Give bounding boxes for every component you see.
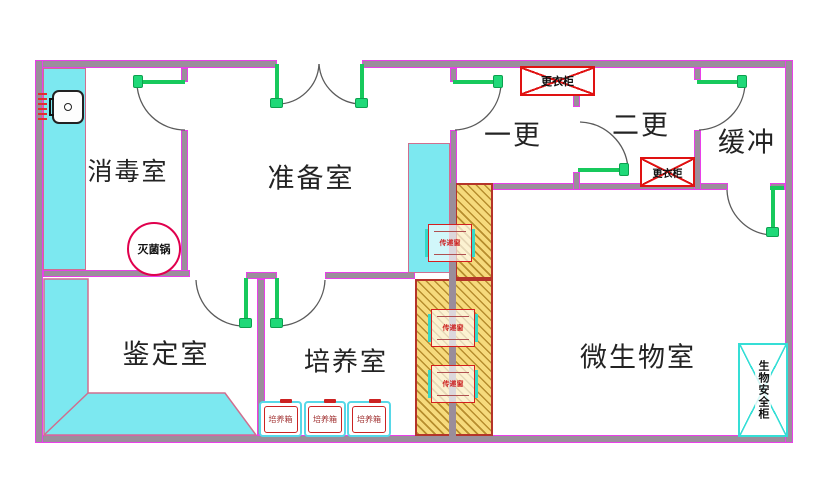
sink [49, 90, 84, 124]
door-leaf-entrance-right [360, 64, 364, 104]
incubator-2: 培养箱 [304, 399, 346, 437]
wall-second-buffer-top-stub [694, 68, 701, 80]
pass-window-3: 传递窗 [428, 365, 478, 403]
bench-identification-miter [43, 392, 89, 436]
door-leaf-second-change [578, 168, 628, 172]
incubator-1: 培养箱 [259, 399, 302, 437]
pass-window-2: 传递窗 [428, 309, 478, 347]
pass-window-label: 传递窗 [439, 239, 461, 247]
pass-window-label: 传递窗 [442, 380, 464, 388]
pass-window-shelf-icon [437, 372, 469, 373]
pass-window-label: 传递窗 [442, 324, 464, 332]
room-label-culture: 培养室 [303, 347, 389, 377]
door-handle-entrance-right [355, 98, 368, 108]
pass-window-shelf-icon [434, 231, 466, 232]
incubator-3: 培养箱 [347, 399, 391, 437]
outer-wall-left [35, 60, 43, 443]
wall-change-rooms-bottom [493, 183, 728, 190]
door-leaf-culture [275, 278, 279, 326]
door-handle-identification [239, 318, 252, 328]
incubator-label: 培养箱 [268, 414, 293, 424]
door-arc-culture [278, 279, 326, 327]
pass-window-1: 传递窗 [425, 224, 475, 262]
door-arc-microbiology [726, 189, 772, 236]
sterilizer-label: 灭菌锅 [137, 244, 171, 256]
pass-window-seal-icon [472, 229, 475, 257]
incubator-label: 培养箱 [357, 414, 381, 424]
door-leaf-disinfection [137, 80, 185, 84]
pass-window-seal-icon [475, 314, 478, 342]
locker-label: 更衣柜 [541, 76, 574, 88]
incubator-vent-icon [280, 399, 292, 403]
pass-window-seal-icon [428, 314, 431, 342]
pass-window-shelf-icon [437, 395, 469, 396]
door-handle-first-change [493, 75, 503, 88]
door-arc-entrance-left [276, 63, 320, 105]
jamb-mark-buffer-corner [770, 186, 784, 190]
incubator-vent-icon [369, 399, 381, 403]
door-handle-microbiology [766, 227, 779, 237]
door-arc-entrance-right [318, 63, 363, 105]
wall-prep-bottom-stub [246, 272, 277, 279]
sterilizer-symbol: 灭菌锅 [127, 222, 181, 276]
biosafety-cabinet-label: 生物安全柜 [755, 360, 771, 420]
room-label-identification: 鉴定室 [122, 339, 210, 370]
incubator-vent-icon [324, 399, 336, 403]
biosafety-cabinet: 生物安全柜 [738, 343, 788, 437]
door-handle-entrance-left [270, 98, 283, 108]
pass-window-seal-icon [428, 370, 431, 398]
door-leaf-entrance-left [275, 64, 279, 104]
door-leaf-microbiology [771, 188, 775, 235]
wall-prep-bottom-right [325, 272, 415, 279]
door-leaf-buffer [697, 80, 745, 84]
locker-label: 更衣柜 [652, 168, 683, 180]
door-arc-identification [195, 279, 245, 327]
outer-wall-right [785, 60, 793, 443]
door-arc-disinfection [136, 83, 186, 131]
faucet-coil-icon [38, 93, 47, 123]
room-label-microbiology: 微生物室 [580, 342, 696, 373]
room-label-preparation: 准备室 [267, 163, 355, 194]
room-label-second-change: 二更 [612, 110, 670, 141]
pass-window-seal-icon [425, 229, 428, 257]
room-label-disinfection: 消毒室 [87, 159, 169, 186]
incubator-label: 培养箱 [313, 414, 337, 424]
pass-window-shelf-icon [437, 316, 469, 317]
locker-top: 更衣柜 [520, 66, 595, 96]
door-arc-second-change [579, 121, 629, 169]
door-arc-first-change [454, 83, 502, 131]
room-label-first-change: 一更 [484, 120, 542, 151]
door-handle-culture [270, 318, 283, 328]
door-leaf-first-change [453, 80, 501, 84]
sink-drain-icon [64, 103, 72, 111]
wall-first-second-change-stub [573, 172, 580, 190]
pass-window-shelf-icon [434, 254, 466, 255]
room-label-buffer: 缓冲 [718, 127, 776, 158]
door-handle-second-change [619, 163, 629, 176]
door-handle-disinfection [133, 75, 143, 88]
door-leaf-identification [244, 278, 248, 326]
door-handle-buffer [737, 75, 747, 88]
wall-disinfection-identification [43, 270, 190, 277]
pass-window-seal-icon [475, 370, 478, 398]
pass-window-shelf-icon [437, 339, 469, 340]
door-arc-buffer [698, 83, 746, 131]
sink-faucet-bracket [49, 98, 54, 116]
locker-second-change: 更衣柜 [640, 157, 695, 187]
